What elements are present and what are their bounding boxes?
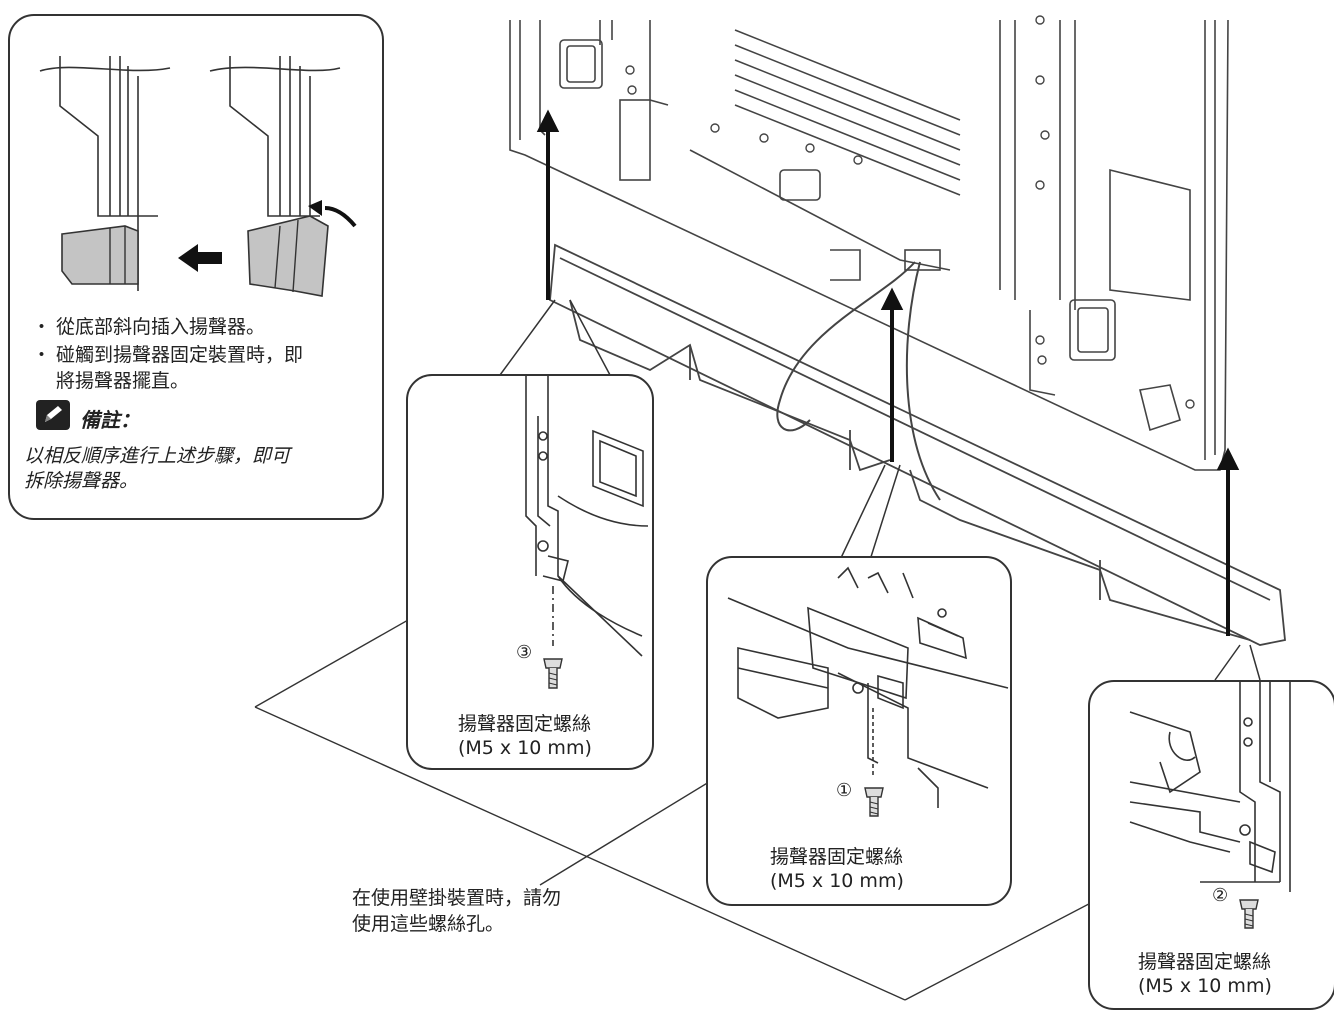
callout-label-3: 揚聲器固定螺絲 xyxy=(458,713,592,735)
detail-panel-screw-3: ③ 揚聲器固定螺絲 (M5 x 10 mm) xyxy=(406,374,654,770)
panel-holes xyxy=(625,15,1195,409)
speaker-cable xyxy=(776,261,941,501)
screw-1-icon xyxy=(864,787,884,817)
detail-2-illustration xyxy=(1129,682,1291,929)
detail-leaders xyxy=(499,299,1261,681)
callout-marker-2: ② xyxy=(1212,885,1229,906)
detail-1-illustration xyxy=(727,566,1009,817)
note-text-line1: 以相反順序進行上述步驟，即可 xyxy=(24,445,291,467)
insertion-illustration xyxy=(39,56,357,297)
note-text-line2: 拆除揚聲器。 xyxy=(24,470,139,492)
mounting-arrows xyxy=(536,109,1240,636)
detail-panel-screw-2: ② 揚聲器固定螺絲 (M5 x 10 mm) xyxy=(1088,680,1334,1010)
speaker-left-illustration xyxy=(61,225,139,285)
callout-marker-3: ③ xyxy=(516,642,533,663)
speaker-right-illustration xyxy=(247,215,329,297)
warning-text-line1: 在使用壁掛裝置時，請勿 xyxy=(352,887,562,909)
instruction-text-2a: 碰觸到揚聲器固定裝置時，即 xyxy=(56,344,304,366)
callout-spec-2: (M5 x 10 mm) xyxy=(1138,975,1272,997)
detail-3-illustration xyxy=(525,376,649,689)
warning-text-line2: 使用這些螺絲孔。 xyxy=(352,913,505,935)
instruction-text-2b: 將揚聲器擺直。 xyxy=(56,370,190,392)
screw-3-icon xyxy=(543,658,563,689)
callout-spec-3: (M5 x 10 mm) xyxy=(458,737,592,759)
callout-label-2: 揚聲器固定螺絲 xyxy=(1138,951,1272,973)
left-arrow-icon xyxy=(178,244,222,272)
pencil-note-icon xyxy=(36,400,70,430)
instruction-text-1: 從底部斜向插入揚聲器。 xyxy=(56,316,266,338)
tv-back-panel xyxy=(509,19,1229,471)
callout-spec-1: (M5 x 10 mm) xyxy=(770,870,904,892)
detail-panel-screw-1: ① 揚聲器固定螺絲 (M5 x 10 mm) xyxy=(706,556,1012,906)
note-title: 備註： xyxy=(80,408,140,432)
speaker-bar xyxy=(549,243,1286,646)
callout-label-1: 揚聲器固定螺絲 xyxy=(770,846,904,868)
screw-2-icon xyxy=(1239,899,1259,929)
insertion-instruction-panel: ・ 從底部斜向插入揚聲器。 ・ 碰觸到揚聲器固定裝置時，即 將揚聲器擺直。 備註… xyxy=(8,14,384,520)
curved-arrow-icon xyxy=(308,200,357,228)
callout-marker-1: ① xyxy=(836,780,853,801)
